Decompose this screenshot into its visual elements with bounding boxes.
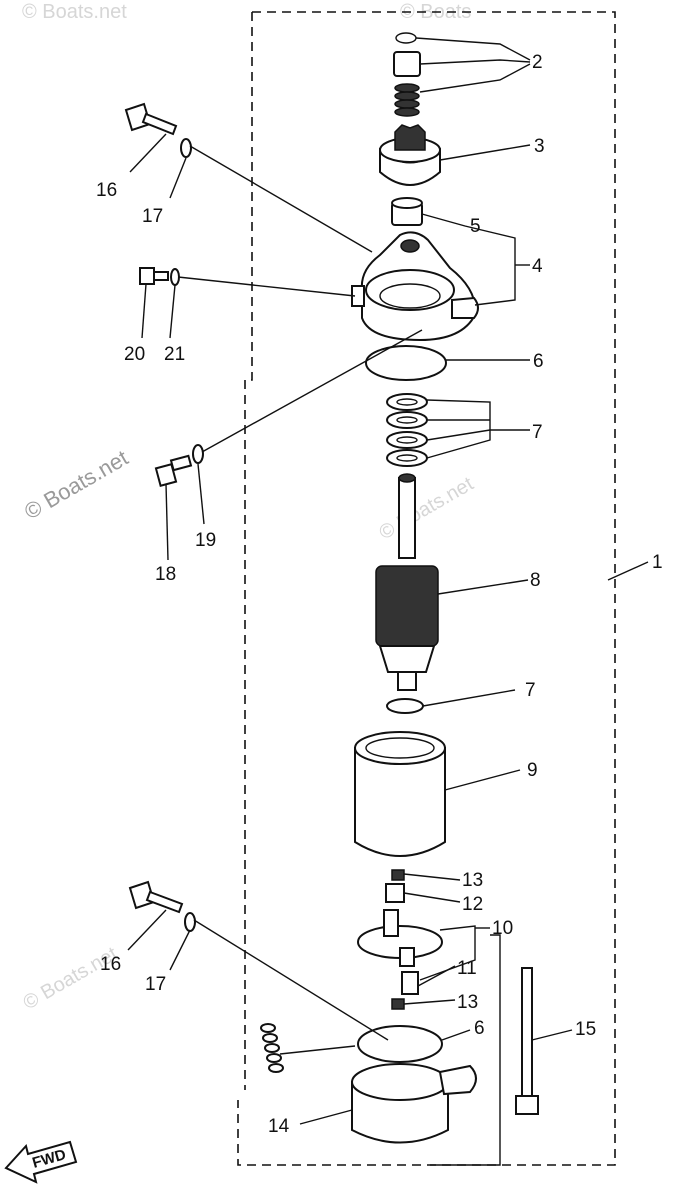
callout-16-lower: 16 bbox=[100, 954, 121, 975]
callout-7-upper: 7 bbox=[532, 422, 543, 443]
screw-20-icon bbox=[139, 267, 169, 285]
washer-21-icon bbox=[170, 268, 180, 286]
callout-20: 20 bbox=[124, 344, 145, 365]
armature-icon bbox=[375, 473, 439, 691]
callout-12: 12 bbox=[462, 894, 483, 915]
watermark-main: © Boats.net bbox=[20, 445, 132, 524]
washer-17-lower-icon bbox=[184, 912, 196, 932]
brush-icon bbox=[385, 883, 405, 903]
callout-9: 9 bbox=[527, 760, 538, 781]
washer-set-icon bbox=[386, 393, 428, 467]
watermark-faint-2: © Boats.net bbox=[376, 473, 478, 545]
rear-bracket-icon bbox=[351, 1063, 477, 1144]
o-ring-upper-icon bbox=[365, 345, 447, 381]
callout-6-lower: 6 bbox=[474, 1018, 485, 1039]
callout-11: 11 bbox=[457, 958, 477, 979]
yoke-icon bbox=[354, 731, 446, 857]
callout-3: 3 bbox=[534, 136, 545, 157]
pinion-clutch-icon bbox=[379, 124, 441, 186]
spring-icon bbox=[394, 83, 420, 117]
bolt-16-upper-icon bbox=[124, 102, 178, 136]
callout-15: 15 bbox=[575, 1019, 596, 1040]
callout-13-lower: 13 bbox=[457, 992, 478, 1013]
callout-2: 2 bbox=[532, 52, 543, 73]
circlip-icon bbox=[395, 32, 417, 44]
brush-plate-icon bbox=[357, 909, 443, 967]
callout-labels: 1 2 3 4 5 6 7 8 7 9 13 12 10 11 13 6 15 … bbox=[96, 52, 663, 1137]
brush-spring-13-icon bbox=[391, 998, 405, 1010]
through-bolt-icon bbox=[515, 967, 539, 1115]
assembly-boundary-left bbox=[244, 12, 253, 1090]
brush-spring-icon bbox=[391, 869, 405, 881]
leader-lines bbox=[127, 37, 649, 1166]
washer-19-icon bbox=[192, 444, 204, 464]
bolt-18-icon bbox=[154, 454, 193, 487]
front-bracket-icon bbox=[351, 231, 479, 342]
part-2-group bbox=[393, 32, 421, 117]
callout-21: 21 bbox=[164, 344, 185, 365]
callout-17-lower: 17 bbox=[145, 974, 166, 995]
callout-5: 5 bbox=[470, 216, 481, 237]
o-ring-lower-icon bbox=[357, 1025, 443, 1063]
callout-18: 18 bbox=[155, 564, 176, 585]
callout-17-upper: 17 bbox=[142, 206, 163, 227]
callout-14: 14 bbox=[268, 1116, 290, 1137]
callout-19: 19 bbox=[195, 530, 216, 551]
callout-8: 8 bbox=[530, 570, 541, 591]
washer-lower-icon bbox=[386, 698, 424, 714]
collar-icon bbox=[393, 51, 421, 77]
callout-4: 4 bbox=[532, 256, 543, 277]
bolt-16-lower-icon bbox=[128, 880, 184, 914]
callout-1: 1 bbox=[652, 552, 663, 573]
callout-10: 10 bbox=[492, 918, 513, 939]
nut-washer-stack-icon bbox=[260, 1023, 284, 1073]
fwd-arrow-icon: FWD bbox=[4, 1140, 78, 1184]
callout-13-upper: 13 bbox=[462, 870, 483, 891]
watermark-faint-1: © Boats.net bbox=[22, 1, 127, 23]
callout-6-upper: 6 bbox=[533, 351, 544, 372]
washer-17-upper-icon bbox=[180, 138, 192, 158]
callout-16-upper: 16 bbox=[96, 180, 117, 201]
callout-7-lower: 7 bbox=[525, 680, 536, 701]
brush-11-icon bbox=[401, 971, 419, 995]
assembly-boundary bbox=[237, 11, 616, 1166]
bushing-icon bbox=[391, 197, 423, 226]
